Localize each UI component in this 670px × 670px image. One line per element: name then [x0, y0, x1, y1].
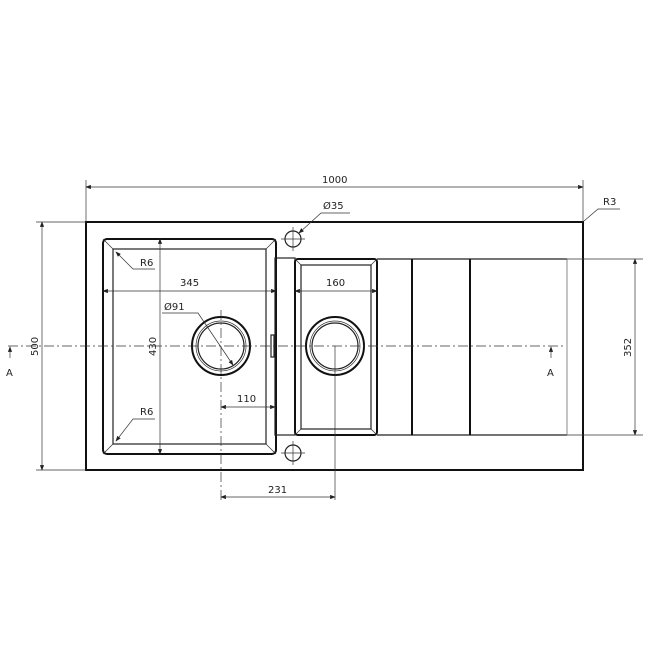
section-marker-right: A [547, 368, 554, 379]
dim-overall-width: 1000 [322, 175, 347, 186]
dim-drainboard-depth: 352 [623, 338, 634, 357]
dim-main-bowl-width: 345 [180, 278, 199, 289]
tap-hole-top [281, 227, 305, 251]
dim-main-bowl-depth: 430 [148, 337, 159, 356]
drainboard [377, 258, 568, 436]
dim-overall-depth: 500 [30, 337, 41, 356]
tap-hole-bottom [281, 441, 305, 465]
dim-small-bowl-width: 160 [326, 278, 345, 289]
dim-tap-hole: Ø35 [323, 200, 344, 212]
main-bowl [102, 238, 277, 455]
dim-drain-spacing: 231 [268, 485, 287, 496]
dim-bowl-radius-top: R6 [140, 258, 153, 269]
dim-corner-radius: R3 [603, 197, 616, 208]
small-bowl [274, 257, 378, 436]
dim-bowl-radius-bottom: R6 [140, 407, 153, 418]
section-marker-left: A [6, 368, 13, 379]
dim-drain-offset: 110 [237, 394, 256, 405]
dim-drain-diameter: Ø91 [164, 301, 185, 313]
